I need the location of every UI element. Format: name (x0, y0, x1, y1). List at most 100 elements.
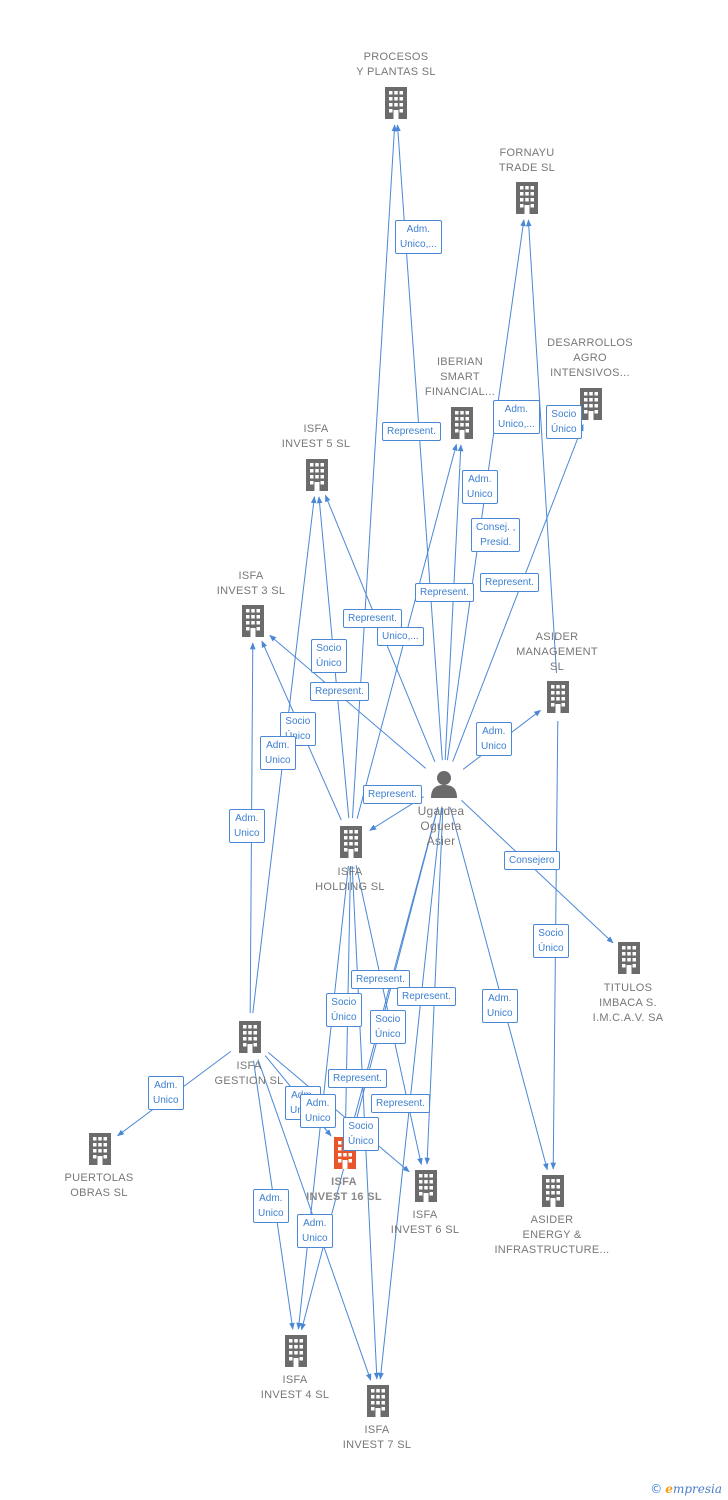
edge-label-line: Unico,... (400, 239, 437, 250)
edge-label-l15[interactable]: Adm. Unico (476, 722, 512, 756)
node-label-isfa3[interactable]: ISFA INVEST 3 SL (176, 569, 326, 599)
edge-label-line: Represent. (387, 426, 436, 437)
brand-footer[interactable]: ©empresia (650, 1482, 722, 1496)
node-label-line: DESARROLLOS (547, 337, 633, 349)
building-icon-iberian[interactable] (451, 407, 473, 439)
edge-label-l18[interactable]: Consejero (504, 851, 560, 870)
node-label-line: IBERIAN (436, 356, 484, 368)
edge-label-line: Represent. (376, 1098, 425, 1109)
edge-label-line: Represent. (485, 577, 534, 588)
edge-label-line: Socio (285, 716, 311, 727)
building-icon-asider_energy[interactable] (542, 1175, 564, 1207)
edge-label-l7[interactable]: Represent. (480, 573, 539, 592)
node-label-line: INVEST 16 SL (306, 1191, 382, 1203)
edge-label-line: Adm. (306, 1098, 330, 1109)
building-icon-isfa7[interactable] (367, 1385, 389, 1417)
edge-label-line: Represent. (402, 991, 451, 1002)
edge-label-l25[interactable]: Adm.Unico (148, 1076, 184, 1110)
building-icon-isfa_gestion[interactable] (239, 1021, 261, 1053)
node-label-line: ISFA (282, 1374, 308, 1386)
edge-label-line: Único (331, 1012, 357, 1023)
edge-label-l32[interactable]: Adm.Unico (297, 1214, 333, 1248)
node-label-line: GESTION SL (214, 1075, 284, 1087)
building-icon-fornayu[interactable] (516, 182, 538, 214)
edge-label-l8[interactable]: Represent. (415, 583, 474, 602)
node-label-line: INVEST 3 SL (216, 585, 286, 597)
edge-label-l10[interactable]: Unico,... (377, 627, 424, 646)
edge-label-line: Único (375, 1029, 401, 1040)
building-icon-titulos[interactable] (618, 942, 640, 974)
node-label-line: Ugaldea (417, 804, 465, 818)
node-label-line: IMBACA S. (599, 997, 657, 1009)
edge-label-l21[interactable]: Represent. (397, 987, 456, 1006)
building-icon-isfa5[interactable] (306, 459, 328, 491)
node-label-line: ISFA (238, 570, 264, 582)
edge-label-line: Adm. (482, 726, 506, 737)
edge-label-l31[interactable]: Adm.Unico (253, 1189, 289, 1223)
edge-person-to-desarrollos (452, 423, 584, 762)
edge-label-line: Represent. (356, 974, 405, 985)
edge-label-line: Único (316, 658, 342, 669)
building-icon-isfa4[interactable] (285, 1335, 307, 1367)
edge-label-line: Represent. (315, 686, 364, 697)
person-icon-person[interactable] (431, 771, 457, 798)
edge-label-l9[interactable]: Represent. (343, 609, 402, 628)
building-icon-isfa3[interactable] (242, 605, 264, 637)
edge-label-line: Unico (265, 755, 291, 766)
building-icon-isfa_holding[interactable] (340, 826, 362, 858)
node-label-line: ENERGY & (522, 1229, 582, 1241)
edge-label-l14[interactable]: Adm.Unico (260, 736, 296, 770)
node-label-isfa6[interactable]: ISFA INVEST 6 SL (350, 1208, 500, 1238)
edge-label-l29[interactable]: Represent. (371, 1094, 430, 1113)
edge-person-to-isfa3 (269, 634, 427, 769)
edge-label-l4[interactable]: Represent. (382, 422, 441, 441)
edge-label-line: Unico (481, 741, 507, 752)
building-icon-procesos[interactable] (385, 87, 407, 119)
building-icon-asider_mgmt[interactable] (547, 681, 569, 713)
edge-label-l5[interactable]: Adm.Unico (462, 470, 498, 504)
edge-label-l2[interactable]: Adm.Unico,... (493, 400, 540, 434)
node-label-line: ISFA (337, 866, 363, 878)
edge-label-l24[interactable]: Adm.Unico (482, 989, 518, 1023)
edge-label-l17[interactable]: Represent. (363, 785, 422, 804)
edge-label-line: Represent. (420, 587, 469, 598)
edge-label-l12[interactable]: Represent. (310, 682, 369, 701)
edge-label-l20[interactable]: Represent. (351, 970, 410, 989)
edge-label-l16[interactable]: Adm.Unico (229, 809, 265, 843)
node-label-line: PUERTOLAS (64, 1172, 134, 1184)
edge-label-l28[interactable]: Adm.Unico (300, 1094, 336, 1128)
node-label-line: ASIDER (535, 631, 579, 643)
node-label-line: INVEST 6 SL (390, 1224, 460, 1236)
node-label-line: SMART (440, 371, 480, 383)
building-icon-desarrollos[interactable] (580, 388, 602, 420)
building-icon-puertolas[interactable] (89, 1133, 111, 1165)
node-label-line: ISFA (412, 1209, 438, 1221)
node-label-puertolas[interactable]: PUERTOLAS OBRAS SL (24, 1171, 174, 1201)
edge-label-l1[interactable]: Adm.Unico,... (395, 220, 442, 254)
edge-label-l26[interactable]: Represent. (328, 1069, 387, 1088)
node-label-line: Y PLANTAS SL (356, 66, 436, 78)
edge-label-l6[interactable]: Consej. ,Presid. (471, 518, 521, 552)
node-label-line: OBRAS SL (70, 1187, 128, 1199)
